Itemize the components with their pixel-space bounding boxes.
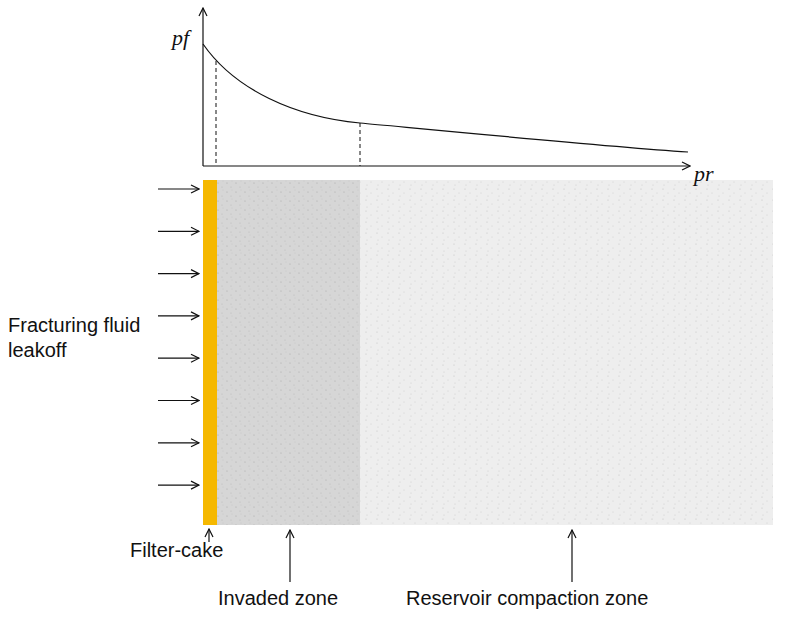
zone-label: Invaded zone bbox=[218, 586, 338, 611]
y-axis bbox=[202, 8, 203, 166]
pointer-arrow bbox=[571, 530, 572, 582]
zone-label: Filter-cake bbox=[130, 538, 223, 563]
leakoff-arrow bbox=[158, 400, 199, 401]
zone-label: Reservoir compaction zone bbox=[406, 586, 648, 611]
leakoff-arrow bbox=[158, 188, 199, 189]
axis-label: pf bbox=[172, 24, 189, 52]
leakoff-arrow bbox=[158, 485, 199, 486]
leakoff-arrow bbox=[158, 442, 199, 443]
pressure-curve bbox=[203, 44, 688, 152]
leakoff-arrow bbox=[158, 231, 199, 232]
leakoff-arrow bbox=[158, 273, 199, 274]
dashed-line bbox=[360, 123, 361, 166]
dashed-line bbox=[216, 61, 217, 166]
pointer-arrow bbox=[289, 530, 290, 582]
x-axis bbox=[203, 165, 690, 166]
flow-label: Fracturing fluid leakoff bbox=[8, 313, 153, 363]
axis-label: pr bbox=[694, 160, 714, 188]
leakoff-arrow bbox=[158, 315, 199, 316]
reservoir-zone bbox=[360, 180, 773, 525]
leakoff-arrows bbox=[158, 189, 199, 485]
leakoff-arrow bbox=[158, 358, 199, 359]
invaded-zone bbox=[217, 180, 360, 525]
filter-cake bbox=[203, 180, 217, 525]
